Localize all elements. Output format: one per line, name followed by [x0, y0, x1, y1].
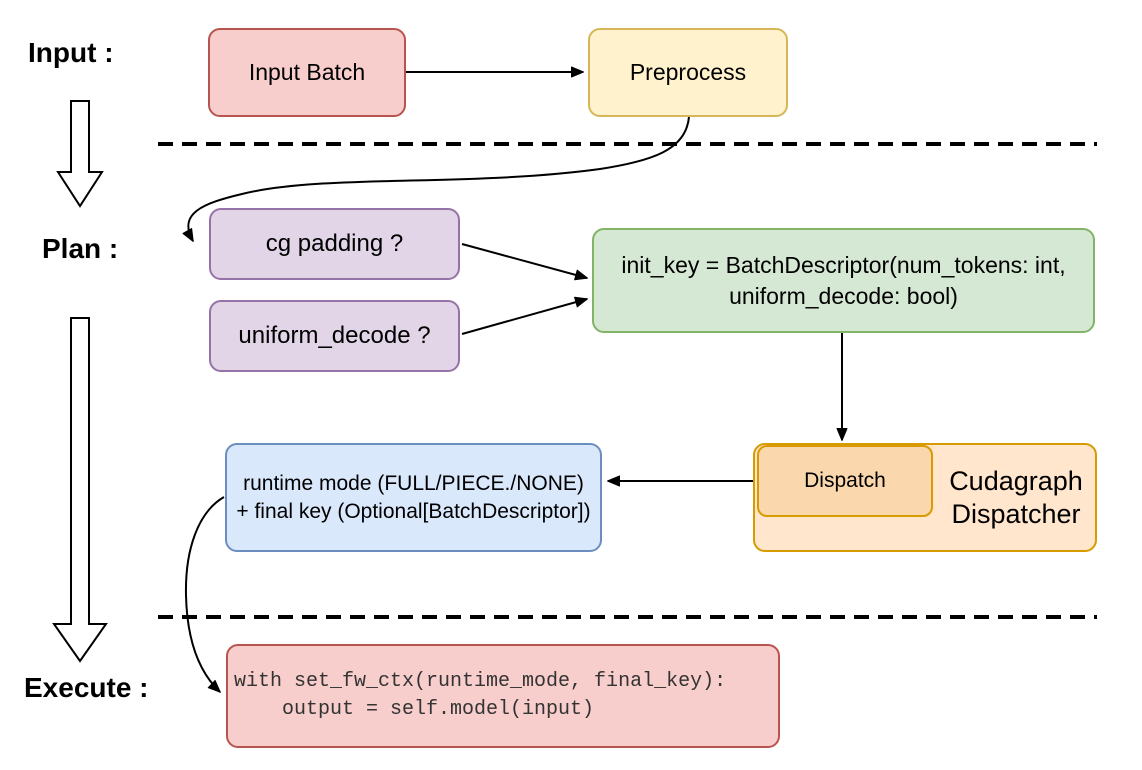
- node-cudagraph-line2: Dispatcher: [951, 498, 1081, 529]
- node-cudagraph-dispatcher-label: Cudagraph Dispatcher: [933, 445, 1099, 550]
- edge-uniform-decode-to-init-key: [461, 296, 588, 335]
- down-arrow-input-to-plan-icon: [56, 100, 104, 208]
- edge-cg-padding-to-init-key: [461, 243, 588, 281]
- stage-label-plan: Plan :: [42, 233, 119, 264]
- node-init-key-line1: init_key = BatchDescriptor(num_tokens: i…: [621, 251, 1066, 278]
- stage-label-execute: Execute :: [24, 672, 149, 703]
- node-dispatch-label: Dispatch: [804, 469, 886, 492]
- node-uniform-decode-label: uniform_decode ?: [238, 322, 431, 349]
- node-runtime-result: runtime mode (FULL/PIECE./NONE) + final …: [225, 443, 602, 552]
- node-execute-code-line1: with set_fw_ctx(runtime_mode, final_key)…: [234, 670, 727, 693]
- node-init-key: init_key = BatchDescriptor(num_tokens: i…: [592, 228, 1095, 333]
- node-execute-code-line2: output = self.model(input): [234, 698, 595, 721]
- edge-preprocess-to-cg-padding: [182, 116, 690, 242]
- node-preprocess-label: Preprocess: [629, 59, 747, 85]
- node-execute-code: with set_fw_ctx(runtime_mode, final_key)…: [226, 644, 780, 748]
- edge-runtime-result-to-execute-code: [184, 496, 225, 693]
- node-runtime-result-line1: runtime mode (FULL/PIECE./NONE): [243, 471, 584, 495]
- node-cudagraph-line1: Cudagraph: [949, 465, 1083, 496]
- node-init-key-line2: uniform_decode: bool): [729, 282, 958, 309]
- down-arrow-plan-to-execute-icon: [52, 317, 108, 663]
- node-cg-padding-label: cg padding ?: [265, 230, 404, 257]
- stage-label-input: Input :: [28, 37, 114, 68]
- node-dispatch: Dispatch: [757, 445, 933, 517]
- node-input-batch-label: Input Batch: [248, 59, 366, 85]
- node-uniform-decode: uniform_decode ?: [209, 300, 460, 372]
- node-runtime-result-line2: + final key (Optional[BatchDescriptor]): [236, 499, 591, 523]
- node-preprocess: Preprocess: [588, 28, 788, 117]
- node-input-batch: Input Batch: [208, 28, 406, 117]
- node-cg-padding: cg padding ?: [209, 208, 460, 280]
